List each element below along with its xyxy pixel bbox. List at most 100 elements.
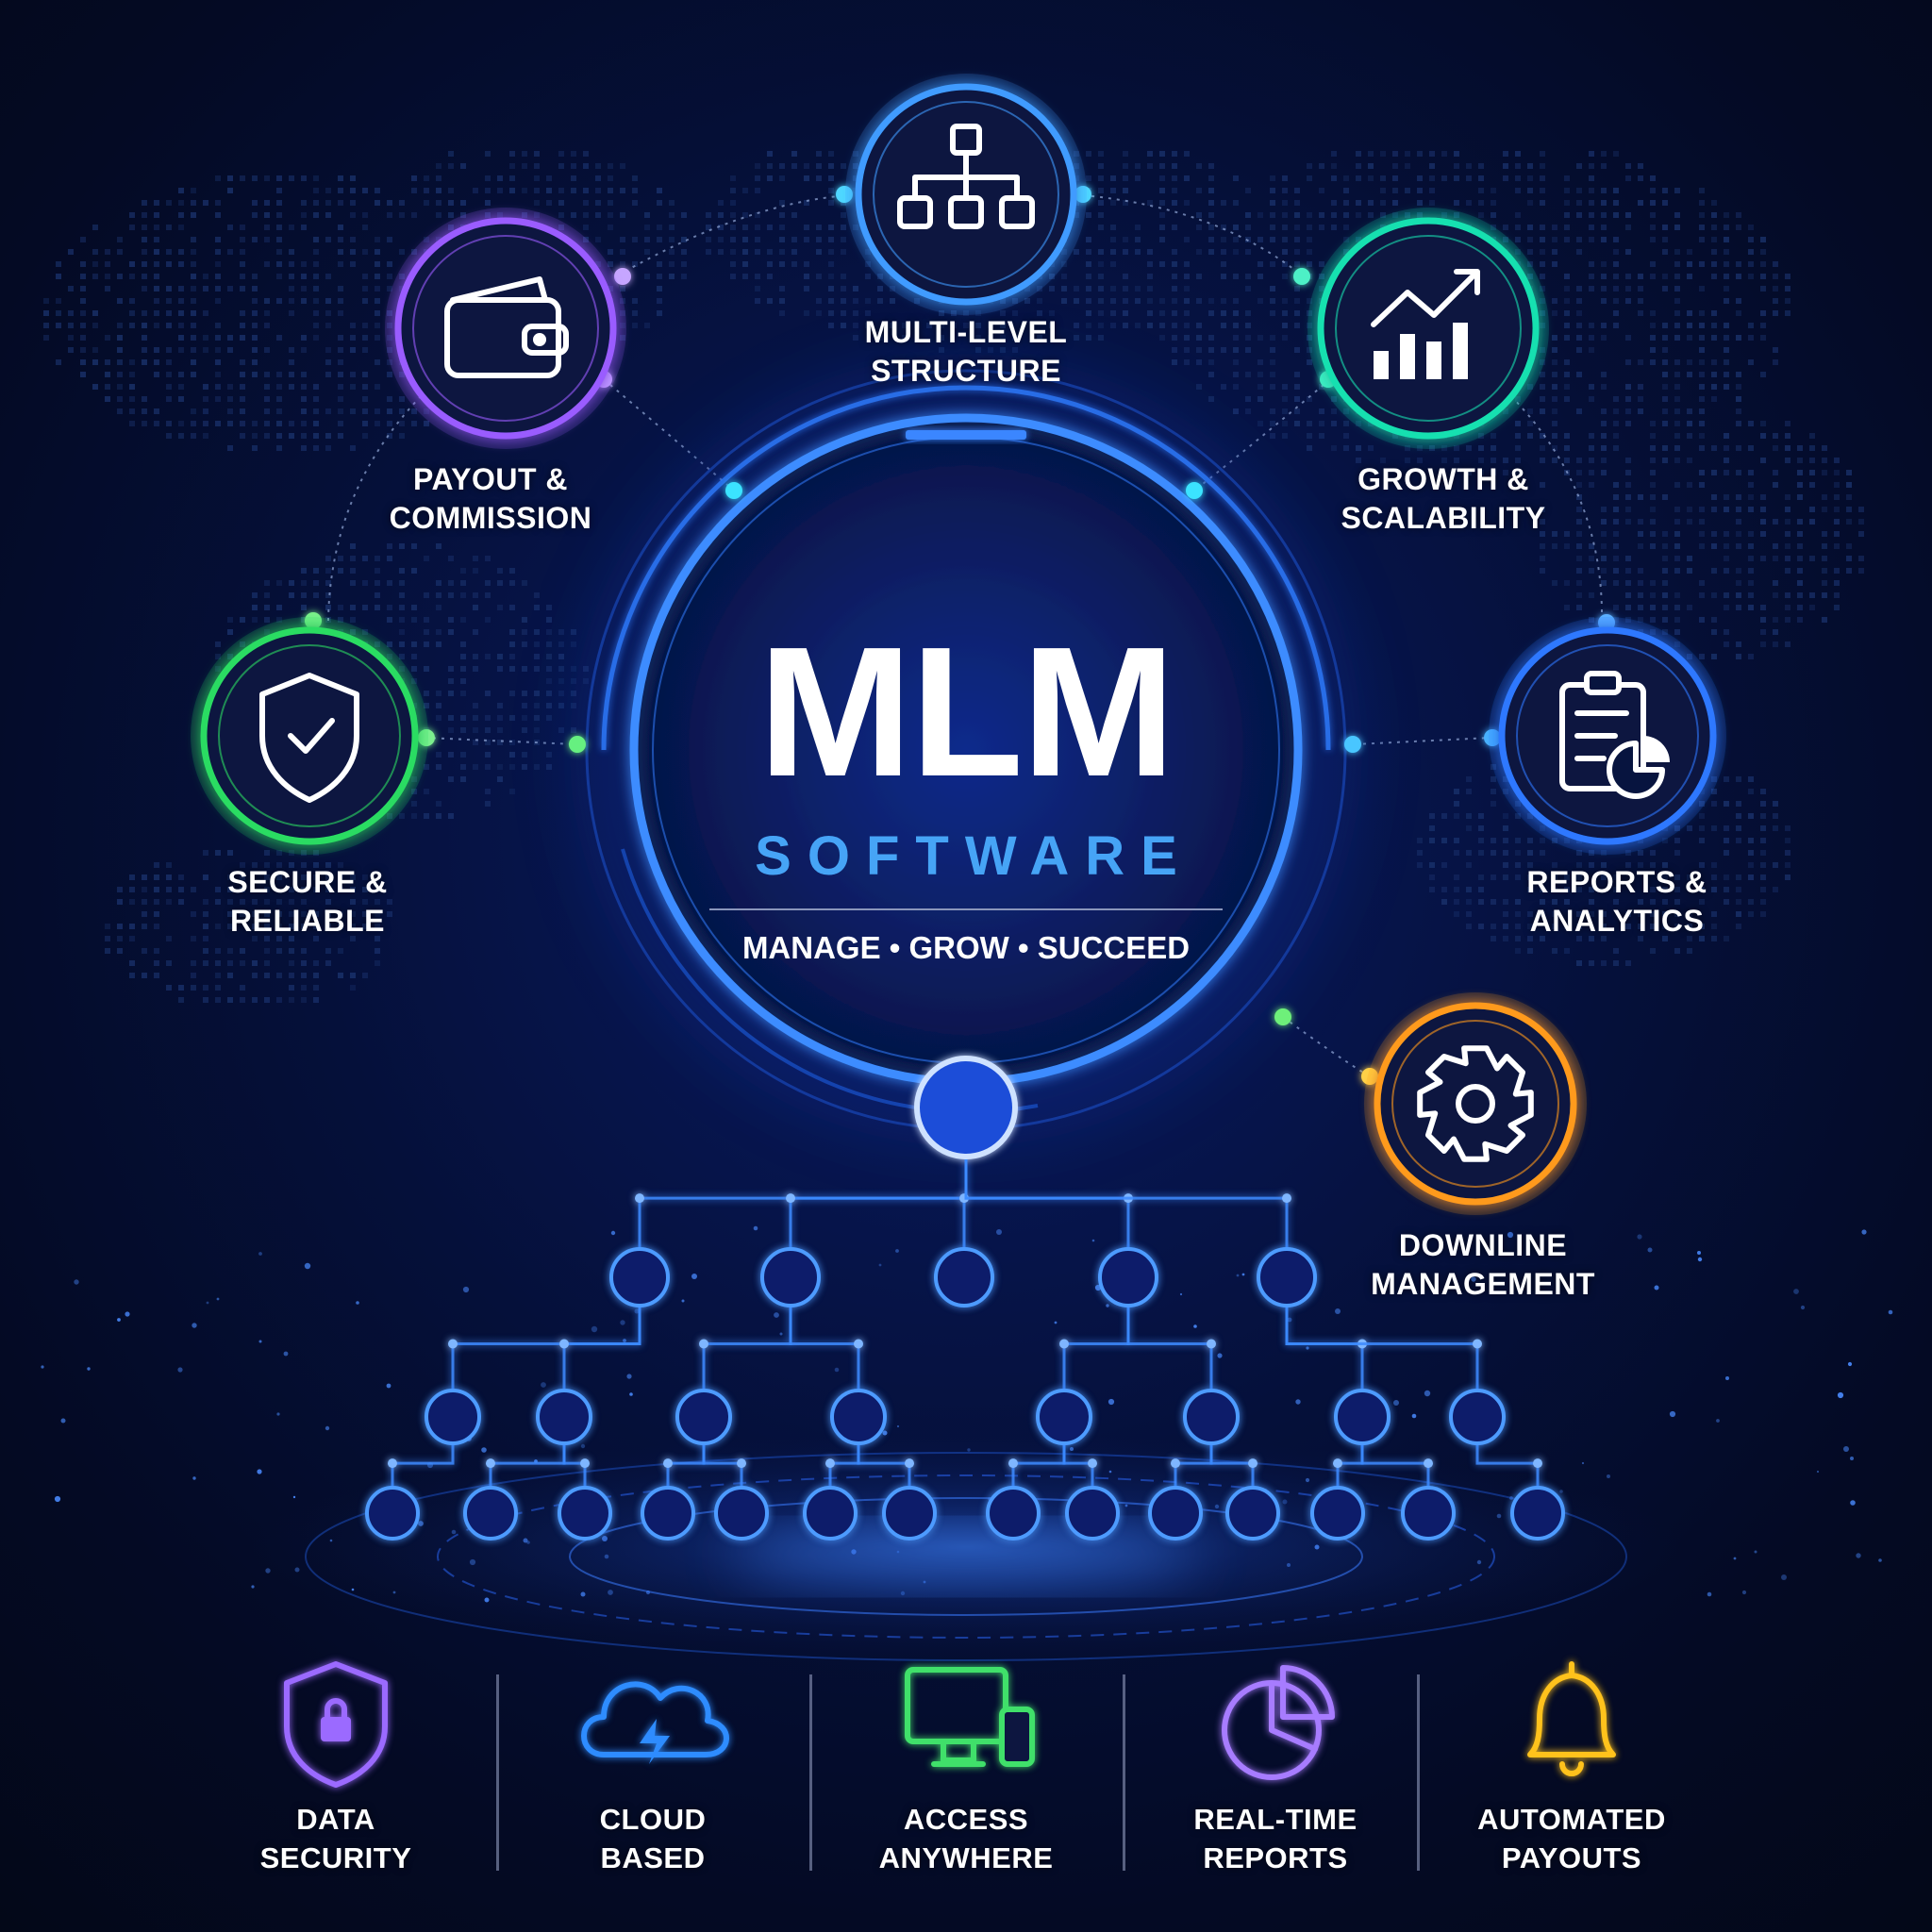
connector-dot — [305, 612, 322, 629]
devices-icon — [905, 1667, 1035, 1767]
tree-member-node — [882, 1486, 937, 1541]
connector-dot — [1361, 1068, 1378, 1085]
tree-joint — [448, 1339, 458, 1349]
tree-joint — [699, 1339, 708, 1349]
connector-dot — [569, 736, 586, 753]
feature-label-reports-analytics: REPORTS &ANALYTICS — [1526, 865, 1707, 938]
growth-chart-badge — [1307, 208, 1549, 449]
tree-link — [562, 1443, 587, 1488]
tree-member-node — [1098, 1247, 1158, 1307]
tree-member-node — [1148, 1486, 1203, 1541]
tree-link — [964, 1157, 1289, 1249]
tree-member-node — [1183, 1389, 1240, 1445]
connector-dot — [1274, 1008, 1291, 1025]
tree-link — [1285, 1306, 1479, 1391]
feature-label-secure-reliable: SECURE &RELIABLE — [227, 865, 388, 938]
clipboard-report-icon — [1559, 671, 1670, 799]
tree-link — [1209, 1443, 1255, 1488]
tree-joint — [1207, 1339, 1216, 1349]
tree-joint — [786, 1193, 795, 1204]
tree-member-node — [934, 1247, 994, 1307]
wallet-badge — [385, 208, 626, 449]
feature-label-growth-scalability: GROWTH &SCALABILITY — [1341, 462, 1546, 535]
pie-chart-icon — [1222, 1665, 1335, 1780]
tree-member-node — [1401, 1486, 1456, 1541]
tree-link — [1475, 1443, 1540, 1488]
tree-member-node — [1449, 1389, 1506, 1445]
tree-joint — [1533, 1458, 1542, 1469]
tree-joint — [737, 1458, 746, 1469]
connector-dot — [1598, 614, 1615, 631]
hub-title: MLM — [758, 608, 1175, 815]
tree-member-node — [986, 1486, 1041, 1541]
hierarchy-badge — [845, 74, 1087, 315]
tree-member-node — [1225, 1486, 1280, 1541]
connector-dot — [614, 268, 631, 285]
bar-divider — [1417, 1674, 1420, 1871]
gear-icon — [1417, 1045, 1534, 1162]
tree-joint — [1171, 1458, 1180, 1469]
hub-subtitle: SOFTWARE — [755, 825, 1193, 887]
hub-divider — [709, 908, 1223, 910]
tree-joint — [905, 1458, 914, 1469]
tree-member-node — [1036, 1389, 1092, 1445]
bar-divider — [496, 1674, 499, 1871]
cloud-icon — [581, 1681, 729, 1764]
tree-member-node — [1510, 1486, 1565, 1541]
feature-badges — [191, 74, 1726, 1215]
tree-member-node — [463, 1486, 518, 1541]
tree-member-node — [1334, 1389, 1391, 1445]
wallet-icon — [444, 276, 569, 378]
tree-member-node — [830, 1389, 887, 1445]
tree-joint — [1424, 1458, 1433, 1469]
tree-joint — [1282, 1193, 1291, 1204]
tree-link — [702, 1443, 743, 1488]
tree-joint — [1059, 1339, 1069, 1349]
tree-joint — [825, 1458, 835, 1469]
connector-dot — [1074, 186, 1091, 203]
tree-link — [391, 1443, 455, 1488]
shield-check-icon — [259, 673, 359, 803]
tree-link — [857, 1443, 911, 1488]
tree-link — [1062, 1443, 1094, 1488]
tree-link — [1126, 1306, 1213, 1391]
tree-member-node — [365, 1486, 420, 1541]
tree-member-node — [641, 1486, 695, 1541]
tree-joint — [486, 1458, 495, 1469]
tree-joint — [580, 1458, 590, 1469]
tree-member-node — [760, 1247, 821, 1307]
connector-dot — [1186, 482, 1203, 499]
tree-link — [789, 1306, 860, 1391]
hierarchy-icon — [897, 124, 1035, 229]
tree-member-node — [609, 1247, 670, 1307]
hub-tagline: MANAGE • GROW • SUCCEED — [741, 930, 1191, 965]
tree-joint — [559, 1339, 569, 1349]
tree-member-node — [803, 1486, 858, 1541]
connector-dot — [836, 186, 853, 203]
tree-joint — [1333, 1458, 1342, 1469]
tree-member-node — [1065, 1486, 1120, 1541]
tree-joint — [854, 1339, 863, 1349]
connector-dot — [418, 729, 435, 746]
tree-member-node — [714, 1486, 769, 1541]
tree-link — [1360, 1443, 1430, 1488]
bar-divider — [809, 1674, 812, 1871]
central-hub — [570, 354, 1362, 1146]
feature-label-payout-commission: PAYOUT &COMMISSION — [389, 462, 592, 535]
tree-member-node — [1310, 1486, 1365, 1541]
tree-joint — [388, 1458, 397, 1469]
tree-member-node — [675, 1389, 732, 1445]
shield-check-badge — [191, 617, 428, 855]
tree-joint — [1088, 1458, 1097, 1469]
tree-root-node — [914, 1056, 1018, 1159]
connector-dot — [1484, 729, 1501, 746]
